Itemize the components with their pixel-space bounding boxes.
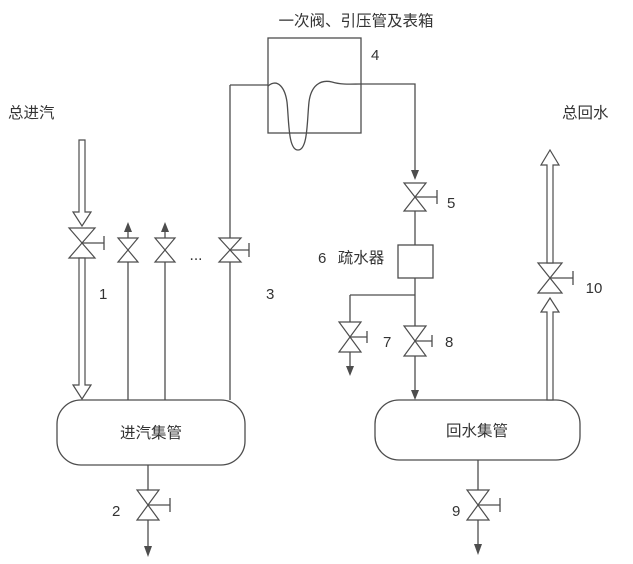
valve-9	[465, 489, 501, 521]
label-2: 2	[112, 503, 120, 520]
label-6: 6	[318, 250, 326, 267]
steam-inlet-label: 总进汽	[8, 104, 55, 122]
return-header-inlet-arrowhead	[411, 390, 419, 400]
valve-7-drain-arrowhead	[346, 366, 354, 376]
riser-a-valve-body	[116, 237, 140, 263]
steam-trap-label: 疏水器	[338, 249, 385, 267]
valve-1	[67, 227, 105, 259]
steam-inlet-arrow-upper	[71, 139, 93, 228]
gauge-box-outline	[267, 37, 362, 134]
valve-5	[402, 182, 438, 212]
riser-a-arrowhead	[124, 222, 132, 232]
siphon-loop	[267, 80, 362, 151]
gauge-outlet-pipe	[361, 83, 416, 170]
gauge-box	[230, 37, 362, 151]
valve-1-stem	[82, 236, 105, 250]
riser-b-valve-body	[153, 237, 177, 263]
valve-10-stem	[550, 271, 574, 285]
trap-outlet-junction	[349, 278, 416, 326]
valve-7	[337, 321, 368, 353]
return-header-label: 回水集管	[446, 422, 508, 440]
riser-valve-a	[116, 222, 140, 400]
valve-2-drain-arrowhead	[144, 546, 152, 557]
inlet-header	[56, 399, 246, 466]
valve-2	[135, 489, 171, 521]
steam-trap	[397, 244, 434, 279]
valve-7-stem	[350, 331, 368, 343]
label-8: 8	[445, 334, 453, 351]
water-return-label: 总回水	[562, 104, 609, 122]
inlet-header-label: 进汽集管	[120, 424, 182, 442]
valve-3-stem	[230, 243, 250, 257]
valve-5-inlet-arrowhead	[411, 170, 419, 180]
valve-3	[217, 85, 250, 400]
label-3: 3	[266, 286, 274, 303]
valve-10	[536, 262, 574, 294]
valve-8-stem	[415, 335, 433, 347]
valve-8	[402, 325, 433, 357]
ellipsis-label: ...	[190, 247, 203, 264]
label-4: 4	[371, 47, 379, 64]
label-5: 5	[447, 195, 455, 212]
valve-2-stem	[148, 498, 171, 512]
return-arrow-upper	[539, 148, 561, 264]
valve-9-drain-arrowhead	[474, 544, 482, 555]
steam-inlet-arrow-lower	[71, 257, 93, 401]
label-7: 7	[383, 334, 391, 351]
label-9: 9	[452, 503, 460, 520]
diagram-title: 一次阀、引压管及表箱	[278, 12, 433, 30]
riser-valve-b	[153, 222, 177, 400]
riser-b-arrowhead	[161, 222, 169, 232]
return-arrow-lower	[539, 296, 561, 401]
valve-9-stem	[478, 498, 501, 512]
label-10: 10	[586, 280, 603, 297]
valve-5-stem	[415, 190, 438, 204]
label-1: 1	[99, 286, 107, 303]
